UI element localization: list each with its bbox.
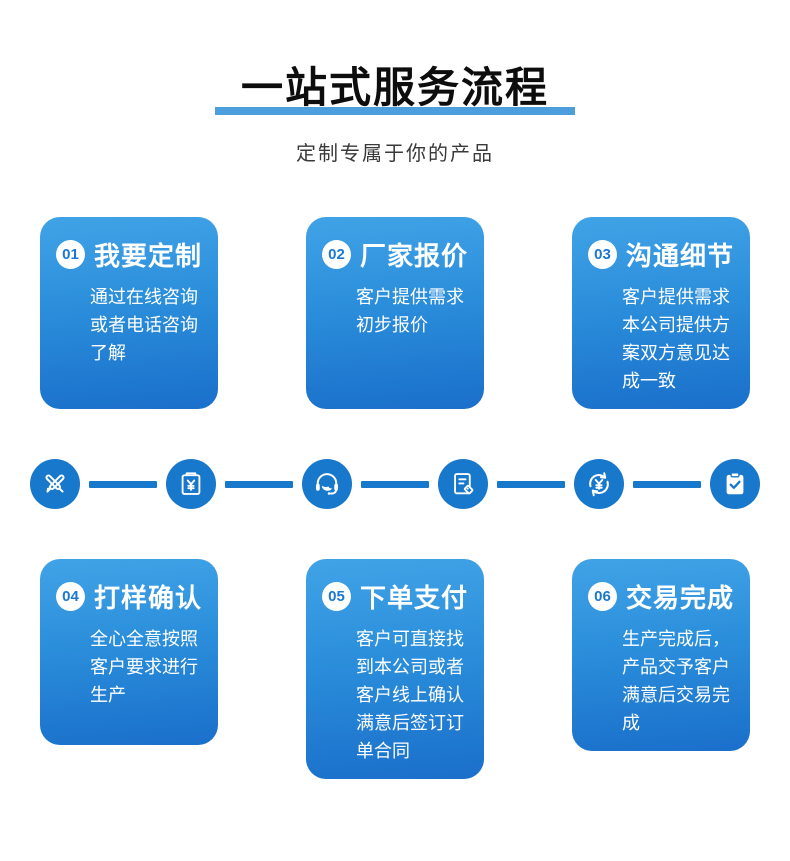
step-description: 客户提供需求初步报价	[356, 287, 464, 336]
page-header: 一站式服务流程 定制专属于你的产品	[0, 0, 790, 166]
process-flow-row	[0, 459, 790, 510]
step-description: 通过在线咨询或者电话咨询了解	[90, 287, 198, 364]
document-tag-icon	[438, 459, 488, 510]
flow-connector	[89, 480, 157, 488]
step-description: 生产完成后，产品交予客户满意后交易完成	[622, 629, 730, 734]
step-number-badge: 04	[56, 581, 85, 611]
flow-connector	[361, 480, 429, 488]
step-card-header: 05 下单支付	[322, 581, 470, 613]
step-card-01: 01 我要定制 通过在线咨询或者电话咨询了解	[40, 217, 218, 410]
steps-row-top: 01 我要定制 通过在线咨询或者电话咨询了解 02 厂家报价 客户提供需求初步报…	[0, 217, 790, 410]
step-card-05: 05 下单支付 客户可直接找到本公司或者客户线上确认满意后签订订单合同	[306, 559, 484, 780]
step-title: 交易完成	[626, 582, 735, 613]
step-number-badge: 06	[588, 581, 617, 611]
step-card-header: 06 交易完成	[588, 581, 736, 613]
title-block: 一站式服务流程	[214, 64, 575, 116]
step-description: 全心全意按照客户要求进行生产	[90, 629, 198, 706]
step-title: 我要定制	[94, 240, 203, 271]
title-underline-bar	[214, 107, 575, 116]
step-title: 沟通细节	[626, 240, 735, 271]
flow-connector	[225, 480, 293, 488]
flow-connector	[633, 480, 701, 488]
clipboard-check-icon	[710, 459, 760, 510]
page-subtitle: 定制专属于你的产品	[296, 143, 494, 166]
invoice-yen-icon	[166, 459, 216, 510]
step-number-badge: 01	[56, 239, 85, 269]
step-title: 下单支付	[360, 582, 469, 613]
step-description: 客户可直接找到本公司或者客户线上确认满意后签订订单合同	[356, 629, 464, 762]
payment-cycle-yen-icon	[574, 459, 624, 510]
step-card-header: 02 厂家报价	[322, 239, 470, 271]
step-card-header: 03 沟通细节	[588, 239, 736, 271]
step-card-02: 02 厂家报价 客户提供需求初步报价	[306, 217, 484, 410]
step-card-header: 04 打样确认	[56, 581, 204, 613]
step-card-header: 01 我要定制	[56, 239, 204, 271]
step-title: 打样确认	[94, 582, 203, 613]
page-title: 一站式服务流程	[240, 64, 549, 111]
step-number-badge: 05	[322, 581, 351, 611]
step-card-06: 06 交易完成 生产完成后，产品交予客户满意后交易完成	[572, 559, 750, 752]
step-description: 客户提供需求本公司提供方案双方意见达成一致	[622, 287, 730, 392]
step-card-03: 03 沟通细节 客户提供需求本公司提供方案双方意见达成一致	[572, 217, 750, 410]
customer-service-headset-icon	[302, 459, 352, 510]
flow-connector	[497, 480, 565, 488]
steps-row-bottom: 04 打样确认 全心全意按照客户要求进行生产 05 下单支付 客户可直接找到本公…	[0, 559, 790, 780]
step-title: 厂家报价	[360, 240, 469, 271]
step-card-04: 04 打样确认 全心全意按照客户要求进行生产	[40, 559, 218, 746]
step-number-badge: 03	[588, 239, 617, 269]
step-number-badge: 02	[322, 239, 351, 269]
design-pens-icon	[30, 459, 80, 510]
